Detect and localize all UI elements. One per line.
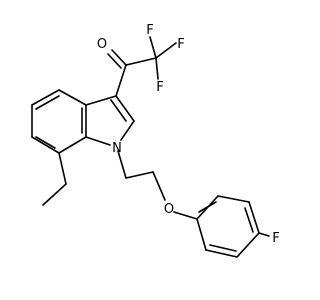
fluorine-label-c: F [156, 80, 163, 95]
ethyl-group [42, 152, 67, 206]
indole-pyrrole-ring [85, 95, 135, 146]
trifluoroacetyl-group [107, 36, 177, 97]
aryl-fluorine-label: F [272, 231, 279, 246]
ether-oxygen-label: O [164, 202, 174, 217]
carbonyl-oxygen-label: O [97, 37, 107, 52]
fluorine-label-b: F [177, 37, 184, 52]
atom-labels: O F F F N O F [97, 23, 280, 246]
fluorine-label-a: F [146, 23, 153, 38]
indole-nitrogen-label: N [112, 141, 122, 156]
molecule-structure: O F F F N O F [31, 23, 280, 258]
ethoxy-linker [117, 150, 198, 220]
fluorophenyl-ring [196, 195, 270, 258]
indole-benzene-ring [31, 89, 87, 154]
